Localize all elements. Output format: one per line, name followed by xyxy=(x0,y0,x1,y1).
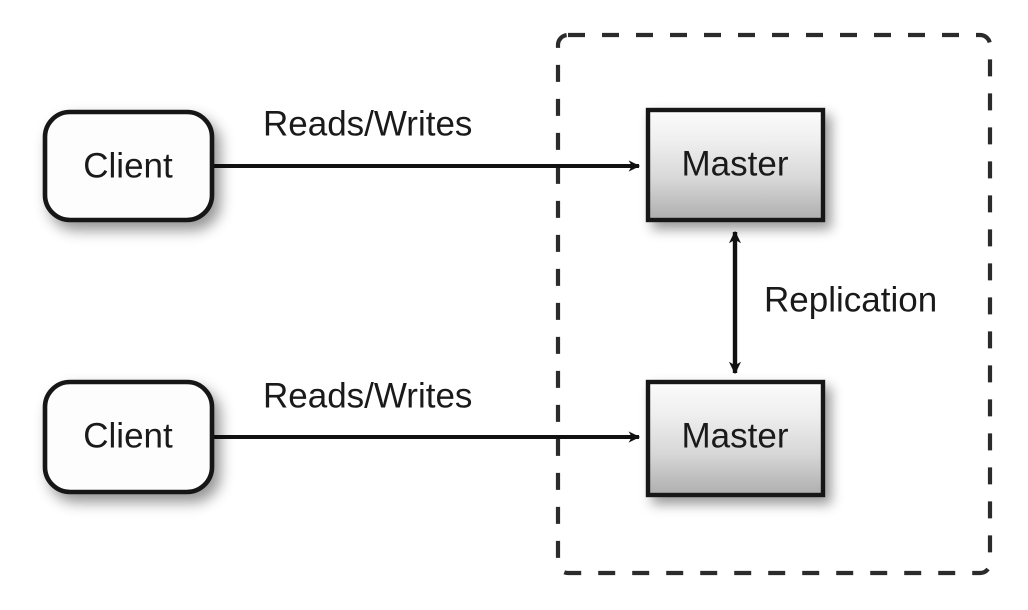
node-master-1-label: Master xyxy=(682,144,789,183)
node-master-2-label: Master xyxy=(682,416,789,455)
edge-label-reads-writes-1: Reads/Writes xyxy=(263,104,472,143)
node-client-2[interactable] xyxy=(42,379,215,495)
edge-label-replication: Replication xyxy=(764,280,937,319)
edge-label-reads-writes-2: Reads/Writes xyxy=(263,376,472,415)
node-client-2-shape[interactable] xyxy=(42,379,215,495)
node-master-1-shape[interactable] xyxy=(645,107,826,223)
node-client-2-label: Client xyxy=(83,416,173,455)
node-master-2-shape[interactable] xyxy=(645,379,826,498)
cluster-boundary-rect xyxy=(555,32,993,576)
node-master-2[interactable] xyxy=(645,379,826,498)
node-client-1-shape[interactable] xyxy=(42,109,215,223)
node-client-1[interactable] xyxy=(42,109,215,223)
node-client-1-label: Client xyxy=(83,146,173,185)
cluster-boundary xyxy=(555,32,993,576)
node-master-1[interactable] xyxy=(645,107,826,223)
